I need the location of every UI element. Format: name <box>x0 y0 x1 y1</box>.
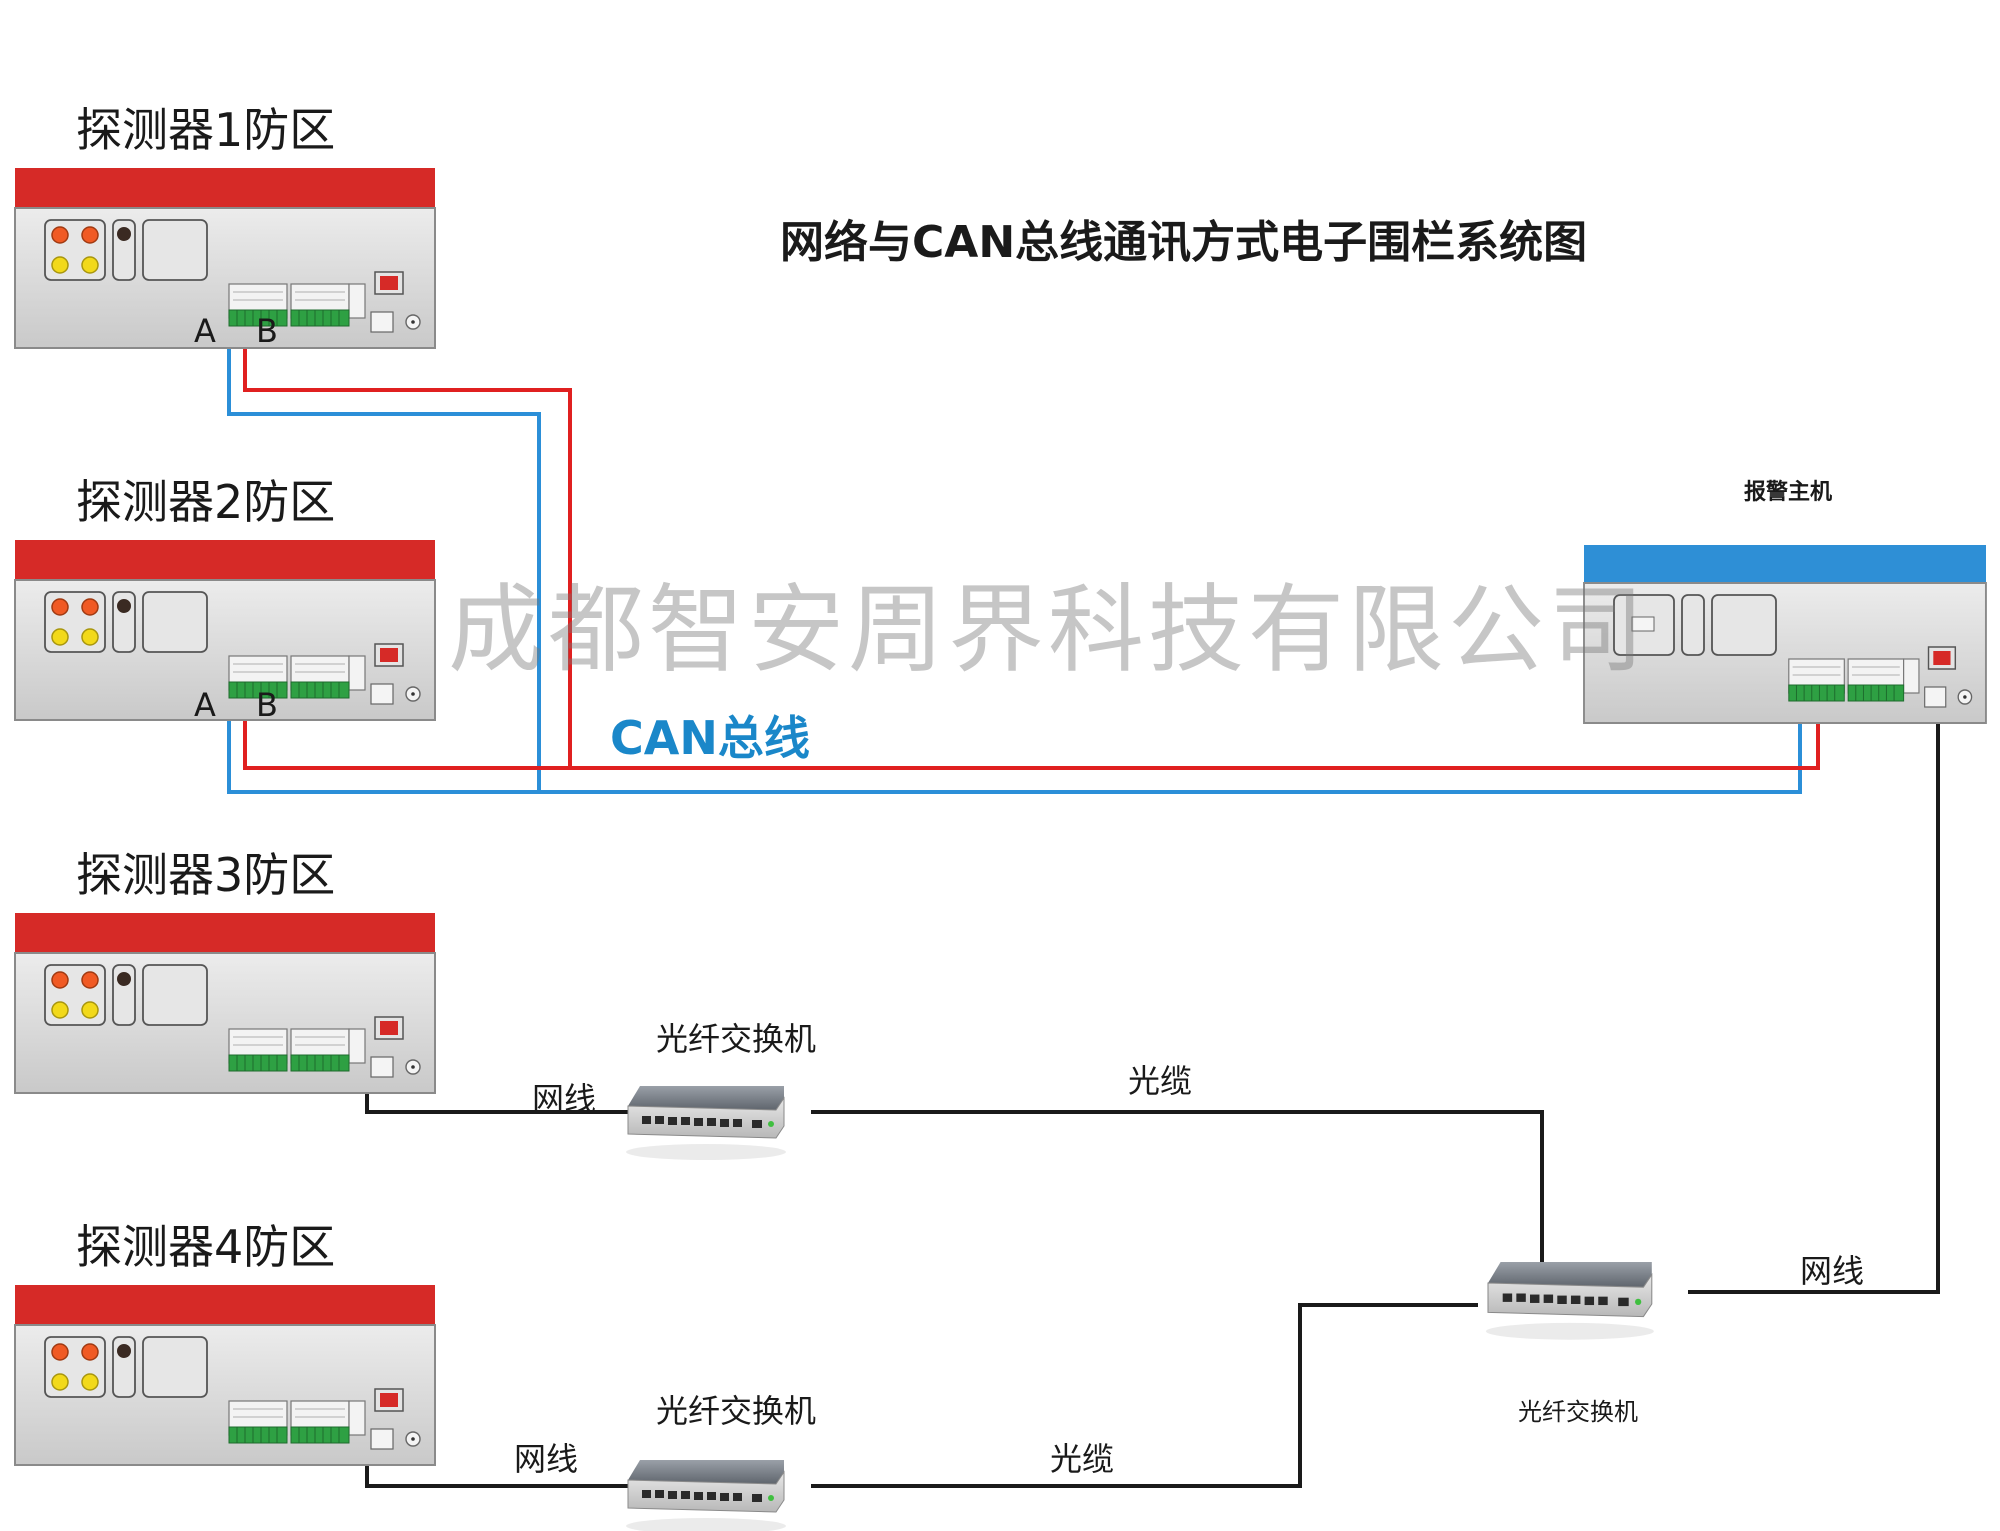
detector-1-label: 探测器1防区 <box>76 103 336 157</box>
can-wire-a <box>227 313 1802 794</box>
alarm-host-label: 报警主机 <box>1744 480 1833 505</box>
diagram-title: 网络与CAN总线通讯方式电子围栏系统图 <box>780 217 1588 268</box>
detector-device-icon <box>15 1285 435 1465</box>
detector-1-bus-b-label: B <box>256 312 278 350</box>
fiber-cable-label-2: 光缆 <box>1050 1440 1115 1478</box>
detector-2-bus-a-label: A <box>194 686 216 724</box>
net-cable-label-1: 网线 <box>532 1080 597 1118</box>
net-cable-label-2: 网线 <box>514 1440 579 1478</box>
detector-3-label: 探测器3防区 <box>76 848 336 902</box>
detector-4-label: 探测器4防区 <box>76 1220 336 1274</box>
fiber-switch-icon <box>625 1459 787 1531</box>
fiber-switch-icon <box>1485 1261 1655 1341</box>
detector-1-bus-a-label: A <box>194 312 216 350</box>
net-cable-label-3: 网线 <box>1800 1252 1865 1290</box>
switch-1-label: 光纤交换机 <box>656 1020 817 1058</box>
switch-2-label: 光纤交换机 <box>656 1392 817 1430</box>
detector-device-icon <box>15 540 435 720</box>
alarm-host-device-icon <box>1584 545 1986 723</box>
detector-device-icon <box>15 913 435 1093</box>
switch-3-label: 光纤交换机 <box>1518 1398 1638 1426</box>
fiber-switch-icon <box>625 1085 787 1161</box>
detector-device-icon <box>15 168 435 348</box>
detector-2-label: 探测器2防区 <box>76 475 336 529</box>
detector-2-bus-b-label: B <box>256 686 278 724</box>
fiber-cable-label-1: 光缆 <box>1128 1062 1193 1100</box>
can-bus-label: CAN总线 <box>610 711 810 765</box>
can-wire-b <box>243 313 1820 770</box>
